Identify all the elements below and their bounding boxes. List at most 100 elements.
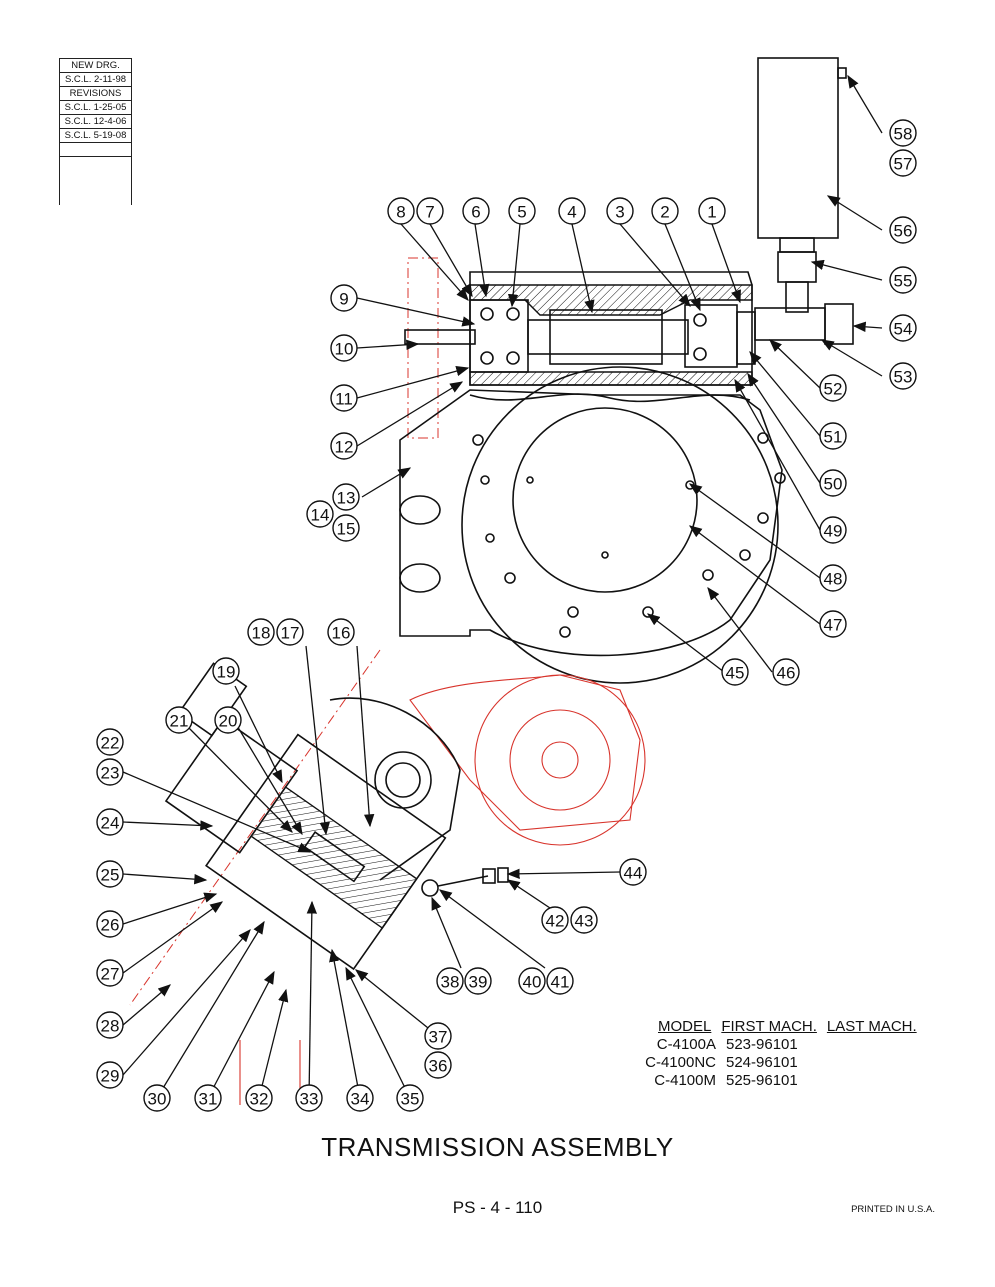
callout-22: 22 xyxy=(96,728,124,756)
callout-50: 50 xyxy=(819,469,847,497)
svg-text:19: 19 xyxy=(217,663,236,682)
svg-text:12: 12 xyxy=(335,438,354,457)
svg-text:52: 52 xyxy=(824,380,843,399)
svg-text:35: 35 xyxy=(401,1090,420,1109)
callout-38: 38 xyxy=(436,967,464,995)
callout-52: 52 xyxy=(819,374,847,402)
model-table: MODEL FIRST MACH. LAST MACH. C-4100A 523… xyxy=(638,1018,917,1090)
callout-43: 43 xyxy=(570,906,598,934)
callout-4: 4 xyxy=(558,197,586,225)
model-row: C-4100A 523-96101 xyxy=(638,1036,917,1054)
revision-row: NEW DRG. xyxy=(60,59,131,73)
svg-text:43: 43 xyxy=(575,912,594,931)
svg-text:39: 39 xyxy=(469,973,488,992)
model-name: C-4100A xyxy=(656,1036,716,1053)
svg-text:33: 33 xyxy=(300,1090,319,1109)
svg-text:53: 53 xyxy=(894,368,913,387)
callout-56: 56 xyxy=(889,216,917,244)
callout-25: 25 xyxy=(96,860,124,888)
svg-text:17: 17 xyxy=(281,624,300,643)
callout-balloons: 1234567891011121314151617181920212223242… xyxy=(96,119,917,1112)
callout-18: 18 xyxy=(247,618,275,646)
callout-9: 9 xyxy=(330,284,358,312)
callout-39: 39 xyxy=(464,967,492,995)
svg-text:48: 48 xyxy=(824,570,843,589)
svg-text:20: 20 xyxy=(219,712,238,731)
callout-24: 24 xyxy=(96,808,124,836)
svg-text:7: 7 xyxy=(425,203,434,222)
first-mach: 525-96101 xyxy=(726,1072,798,1089)
svg-text:21: 21 xyxy=(170,712,189,731)
callout-55: 55 xyxy=(889,266,917,294)
svg-text:31: 31 xyxy=(199,1090,218,1109)
svg-text:1: 1 xyxy=(707,203,716,222)
svg-text:26: 26 xyxy=(101,916,120,935)
svg-text:3: 3 xyxy=(615,203,624,222)
callout-23: 23 xyxy=(96,758,124,786)
callout-3: 3 xyxy=(606,197,634,225)
revision-row: REVISIONS xyxy=(60,87,131,101)
svg-text:51: 51 xyxy=(824,428,843,447)
callout-28: 28 xyxy=(96,1011,124,1039)
svg-text:18: 18 xyxy=(252,624,271,643)
model-row: C-4100NC 524-96101 xyxy=(638,1054,917,1072)
callout-47: 47 xyxy=(819,610,847,638)
svg-text:47: 47 xyxy=(824,616,843,635)
callout-20: 20 xyxy=(214,706,242,734)
svg-text:50: 50 xyxy=(824,475,843,494)
revision-row: S.C.L. 5-19-08 xyxy=(60,129,131,143)
callout-11: 11 xyxy=(330,384,358,412)
callout-13: 13 xyxy=(332,483,360,511)
svg-text:34: 34 xyxy=(351,1090,370,1109)
callout-34: 34 xyxy=(346,1084,374,1112)
callout-21: 21 xyxy=(165,706,193,734)
header-last-mach: LAST MACH. xyxy=(826,1018,917,1035)
svg-text:4: 4 xyxy=(567,203,576,222)
svg-text:29: 29 xyxy=(101,1067,120,1086)
svg-text:8: 8 xyxy=(396,203,405,222)
svg-text:58: 58 xyxy=(894,125,913,144)
callout-41: 41 xyxy=(546,967,574,995)
callout-27: 27 xyxy=(96,959,124,987)
leader-lines xyxy=(122,74,883,1099)
callout-40: 40 xyxy=(518,967,546,995)
svg-text:6: 6 xyxy=(471,203,480,222)
svg-text:22: 22 xyxy=(101,734,120,753)
callout-1: 1 xyxy=(698,197,726,225)
callout-42: 42 xyxy=(541,906,569,934)
callout-10: 10 xyxy=(330,334,358,362)
callout-17: 17 xyxy=(276,618,304,646)
svg-text:9: 9 xyxy=(339,290,348,309)
callout-44: 44 xyxy=(619,858,647,886)
callout-51: 51 xyxy=(819,422,847,450)
svg-text:24: 24 xyxy=(101,814,120,833)
callout-7: 7 xyxy=(416,197,444,225)
model-name: C-4100M xyxy=(654,1072,716,1089)
svg-text:13: 13 xyxy=(337,489,356,508)
svg-text:57: 57 xyxy=(894,155,913,174)
svg-text:42: 42 xyxy=(546,912,565,931)
svg-text:27: 27 xyxy=(101,965,120,984)
svg-text:41: 41 xyxy=(551,973,570,992)
callout-53: 53 xyxy=(889,362,917,390)
svg-text:16: 16 xyxy=(332,624,351,643)
callout-15: 15 xyxy=(332,514,360,542)
page-number: PS - 4 - 110 xyxy=(452,1198,543,1217)
callout-14: 14 xyxy=(306,500,334,528)
svg-text:44: 44 xyxy=(624,864,643,883)
svg-text:49: 49 xyxy=(824,522,843,541)
callout-35: 35 xyxy=(396,1084,424,1112)
revision-row: S.C.L. 12-4-06 xyxy=(60,115,131,129)
callout-48: 48 xyxy=(819,564,847,592)
svg-text:45: 45 xyxy=(726,664,745,683)
svg-text:2: 2 xyxy=(660,203,669,222)
callout-36: 36 xyxy=(424,1051,452,1079)
revision-row: S.C.L. 2-11-98 xyxy=(60,73,131,87)
model-row: C-4100M 525-96101 xyxy=(638,1072,917,1090)
header-model: MODEL xyxy=(658,1018,712,1035)
svg-text:36: 36 xyxy=(429,1057,448,1076)
svg-text:15: 15 xyxy=(337,520,356,539)
callout-29: 29 xyxy=(96,1061,124,1089)
model-table-header: MODEL FIRST MACH. LAST MACH. xyxy=(658,1018,917,1036)
